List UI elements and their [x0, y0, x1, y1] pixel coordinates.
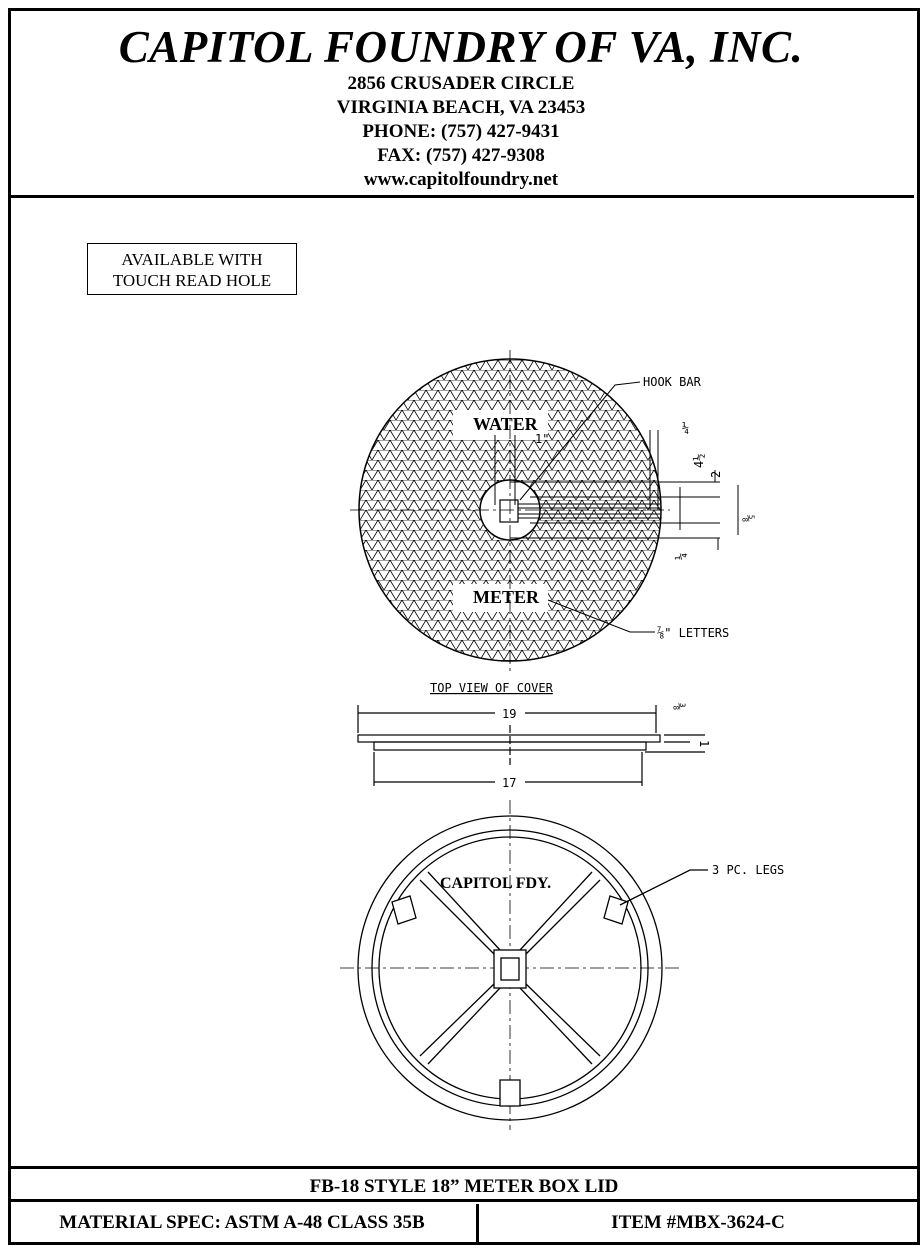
meter-label: METER: [473, 587, 540, 607]
water-label-bg: [453, 410, 548, 440]
top-view: WATER METER HOOK BAR ⅞" LETTERS 1" ¼ 4½ …: [350, 350, 755, 695]
material-spec: MATERIAL SPEC: ASTM A-48 CLASS 35B: [8, 1204, 479, 1242]
leg-bottom: [499, 1079, 521, 1107]
dim-2: 2: [709, 471, 723, 478]
address-line-1: 2856 CRUSADER CIRCLE: [347, 73, 575, 94]
address-line-2: VIRGINIA BEACH, VA 23453: [336, 97, 586, 118]
dim-5-8: ⅝: [741, 515, 755, 522]
note-line-1: AVAILABLE WITH: [121, 250, 263, 269]
dim-3-8: ⅜: [672, 703, 686, 710]
company-name: CAPITOL FOUNDRY OF VA, INC.: [118, 22, 804, 72]
dim-quarter-top: ¼: [682, 421, 689, 435]
dim-4-half: 4½: [692, 454, 706, 468]
dim-17: 17: [502, 776, 516, 790]
fax: FAX: (757) 427-9308: [377, 145, 545, 166]
phone: PHONE: (757) 427-9431: [362, 121, 560, 142]
casting-text: CAPITOL FDY.: [440, 875, 551, 892]
dim-19: 19: [502, 707, 516, 721]
water-label: WATER: [473, 414, 539, 434]
meter-label-bg: [453, 584, 548, 612]
note-line-2: TOUCH READ HOLE: [112, 271, 272, 290]
bottom-view: [340, 800, 708, 1130]
dim-1-side: 1: [697, 740, 711, 747]
legs-callout: 3 PC. LEGS: [712, 863, 784, 877]
page-border: [8, 8, 920, 1245]
letters-callout: ⅞" LETTERS: [657, 626, 729, 640]
ribs: [419, 871, 601, 1065]
top-view-caption: TOP VIEW OF COVER: [430, 681, 554, 695]
hook-bar-callout: HOOK BAR: [643, 375, 702, 389]
side-view: [357, 705, 705, 786]
website: www.capitolfoundry.net: [363, 169, 559, 190]
title-block: CAPITOL FOUNDRY OF VA, INC. 2856 CRUSADE…: [8, 8, 914, 198]
dim-1-inch: 1": [535, 432, 549, 446]
item-number: ITEM #MBX-3624-C: [611, 1212, 785, 1233]
dim-quarter-bottom: ¼: [674, 553, 688, 560]
product-title: FB-18 STYLE 18” METER BOX LID: [8, 1166, 920, 1202]
leg-right: [603, 895, 629, 925]
leg-left: [391, 895, 417, 925]
hook-bar-pocket: [499, 499, 519, 523]
availability-note: AVAILABLE WITH TOUCH READ HOLE: [87, 243, 297, 295]
